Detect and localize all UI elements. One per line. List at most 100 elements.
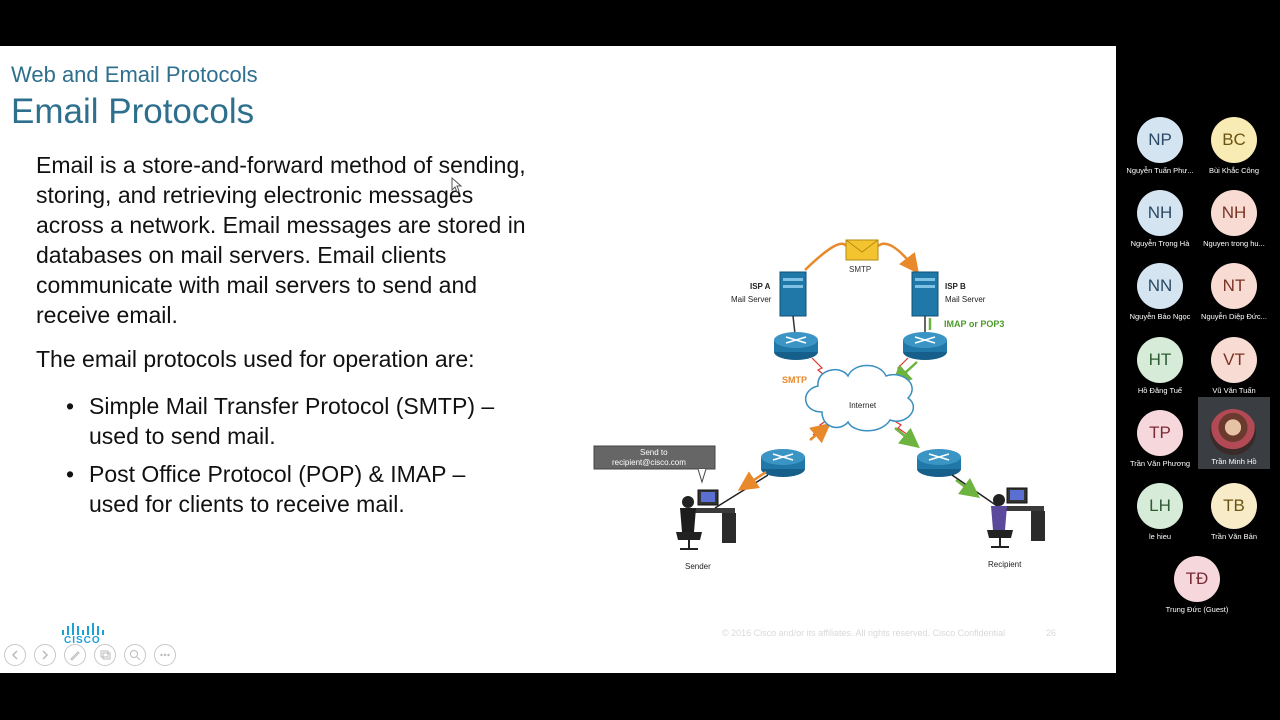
smtp-arc-left	[804, 242, 848, 271]
cisco-logo-text: CISCO	[64, 635, 101, 646]
bullet-item: • Post Office Protocol (POP) & IMAP – us…	[66, 459, 516, 519]
isp-a-sub-label: Mail Server	[731, 295, 772, 304]
slide: Web and Email Protocols Email Protocols …	[0, 46, 1116, 673]
bullet-dot: •	[66, 461, 75, 487]
next-icon	[42, 650, 49, 660]
paragraph-intro: Email is a store-and-forward method of s…	[36, 150, 526, 330]
mouse-pointer-icon	[451, 177, 463, 193]
participant-tile[interactable]: TĐ Trung Đức (Guest)	[1157, 556, 1237, 614]
page-number: 26	[1046, 628, 1057, 638]
see-all-slides-button[interactable]	[94, 644, 116, 666]
avatar-initials: NT	[1222, 276, 1246, 295]
router-icon	[774, 332, 818, 360]
avatar-initials: LH	[1149, 496, 1171, 515]
section-title: Web and Email Protocols	[11, 62, 258, 87]
participant-name: Nguyen trong hu...	[1203, 239, 1265, 248]
prev-icon	[11, 650, 18, 660]
zoom-icon	[130, 650, 141, 661]
prev-slide-button[interactable]	[4, 644, 26, 666]
participant-tile[interactable]: NT Nguyễn Diệp Đức...	[1194, 263, 1274, 321]
next-slide-button[interactable]	[34, 644, 56, 666]
avatar: NP	[1137, 117, 1183, 163]
more-options-button[interactable]	[154, 644, 176, 666]
bullet-text: Post Office Protocol (POP) & IMAP – used…	[89, 461, 466, 517]
avatar-initials: TĐ	[1185, 569, 1209, 588]
avatar-initials: BC	[1222, 130, 1246, 149]
internet-label: Internet	[849, 401, 877, 410]
send-to-label: Send to	[640, 448, 668, 457]
participant-name: Trần Văn Bản	[1211, 532, 1257, 541]
avatar: LH	[1137, 483, 1183, 529]
internet-cloud-icon	[805, 364, 915, 432]
send-to-callout	[593, 445, 716, 484]
participant-tile[interactable]: TB Trần Văn Bản	[1194, 483, 1274, 541]
pen-tool-button[interactable]	[64, 644, 86, 666]
cisco-logo	[62, 623, 104, 635]
isp-b-label: ISP B	[945, 282, 966, 291]
participant-video-tile[interactable]: Trần Minh Hồ	[1198, 397, 1270, 469]
paragraph-intro-text: Email is a store-and-forward method of s…	[36, 152, 526, 328]
avatar-initials: TP	[1149, 423, 1171, 442]
participant-tile[interactable]: VT Vũ Văn Tuấn	[1194, 337, 1274, 395]
isp-b-sub-label: Mail Server	[945, 295, 986, 304]
participant-photo	[1210, 409, 1256, 455]
avatar-initials: NH	[1221, 203, 1247, 222]
participant-tile[interactable]: TP Trần Văn Phương	[1120, 410, 1200, 468]
participant-name: Trần Minh Hồ	[1211, 457, 1257, 466]
participant-tile[interactable]: BC Bùi Khắc Công	[1194, 117, 1274, 175]
avatar: NH	[1211, 190, 1257, 236]
recipient-label: Recipient	[988, 560, 1022, 569]
smtp-top-label: SMTP	[849, 265, 871, 274]
participants-panel: NP Nguyễn Tuấn Phư... BC Bùi Khắc Công N…	[1116, 0, 1280, 720]
pen-icon	[70, 651, 80, 661]
sender-workstation-icon	[676, 489, 736, 550]
copyright-footer: © 2016 Cisco and/or its affiliates. All …	[722, 628, 1006, 638]
router-icon	[903, 332, 947, 360]
avatar: BC	[1211, 117, 1257, 163]
avatar-initials: NN	[1147, 276, 1173, 295]
participant-name: Nguyễn Trọng Hà	[1130, 239, 1190, 248]
participant-name: Nguyễn Tuấn Phư...	[1126, 166, 1194, 175]
router-icon	[761, 449, 805, 477]
zoom-button[interactable]	[124, 644, 146, 666]
participant-name: le hieu	[1148, 532, 1172, 541]
avatar-initials: NP	[1148, 130, 1172, 149]
participant-tile[interactable]: NN Nguyễn Bảo Ngọc	[1120, 263, 1200, 321]
server-icon	[779, 271, 807, 317]
recipient-workstation-icon	[987, 487, 1045, 548]
envelope-icon	[845, 239, 879, 261]
paragraph-protocols: The email protocols used for operation a…	[36, 346, 475, 372]
bullet-item: • Simple Mail Transfer Protocol (SMTP) –…	[66, 391, 516, 451]
avatar: TB	[1211, 483, 1257, 529]
avatar: TĐ	[1174, 556, 1220, 602]
email-network-diagram: SMTP ISP A Mail Server ISP B Mail Server…	[593, 239, 1045, 571]
router-icon	[917, 449, 961, 477]
slides-icon	[100, 650, 111, 660]
bullet-text: Simple Mail Transfer Protocol (SMTP) – u…	[89, 393, 495, 449]
sender-label: Sender	[685, 562, 711, 571]
avatar: HT	[1137, 337, 1183, 383]
participant-name: Hồ Đăng Tuế	[1137, 386, 1183, 395]
participant-tile[interactable]: LH le hieu	[1120, 483, 1200, 541]
avatar-initials: NH	[1147, 203, 1173, 222]
bullet-dot: •	[66, 393, 75, 419]
bullet-list: • Simple Mail Transfer Protocol (SMTP) –…	[66, 391, 516, 527]
participant-tile[interactable]: NH Nguyen trong hu...	[1194, 190, 1274, 248]
slideshow-controls	[4, 644, 176, 666]
slide-title: Email Protocols	[11, 92, 255, 131]
avatar-initials: TB	[1223, 496, 1245, 515]
participant-name: Bùi Khắc Công	[1208, 166, 1260, 175]
send-to-address: recipient@cisco.com	[612, 458, 686, 467]
avatar: TP	[1137, 410, 1183, 456]
server-icon	[911, 271, 939, 317]
participant-tile[interactable]: NP Nguyễn Tuấn Phư...	[1120, 117, 1200, 175]
avatar: NH	[1137, 190, 1183, 236]
avatar: NN	[1137, 263, 1183, 309]
participant-tile[interactable]: HT Hồ Đăng Tuế	[1120, 337, 1200, 395]
avatar-initials: HT	[1148, 350, 1172, 369]
participant-tile[interactable]: NH Nguyễn Trọng Hà	[1120, 190, 1200, 248]
participant-name: Vũ Văn Tuấn	[1212, 386, 1256, 395]
smtp-left-label: SMTP	[782, 375, 807, 385]
isp-a-label: ISP A	[750, 282, 771, 291]
avatar: VT	[1211, 337, 1257, 383]
